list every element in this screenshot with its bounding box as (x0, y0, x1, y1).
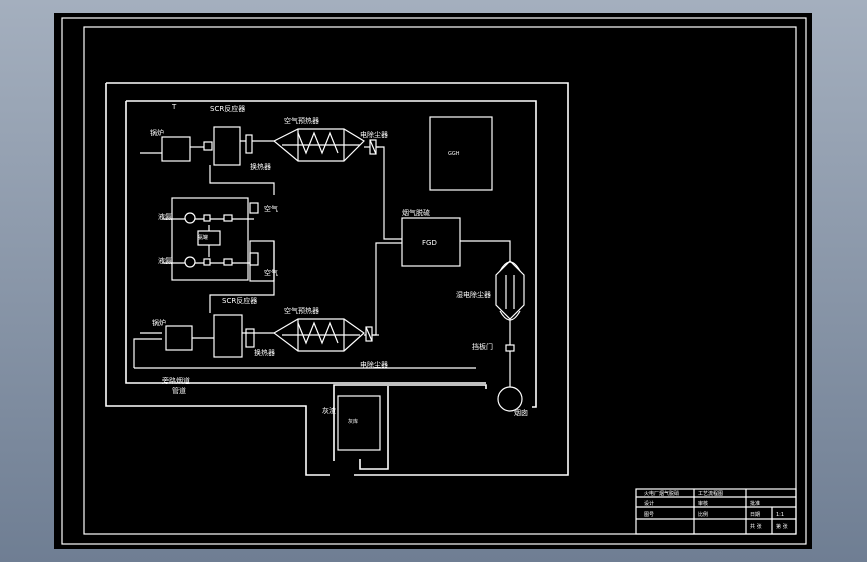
outer-duct-left (105, 83, 330, 476)
tb-title-1: 火电厂烟气脱硝 (644, 490, 679, 497)
label-bypass: 旁路烟道 (162, 376, 190, 385)
ammonia-train-2 (162, 252, 259, 268)
label-tank: 氨罐 (198, 234, 208, 241)
label-mist: 湿电除尘器 (456, 290, 491, 299)
tb-num: 第 张 (776, 523, 788, 530)
label-ash: 灰渣 (322, 406, 336, 415)
tb-review: 审核 (698, 500, 708, 507)
preheater-bottom (272, 318, 365, 352)
link-scr-mid-top (209, 165, 275, 195)
label-damper: 挡板门 (472, 342, 493, 351)
scr-reactor-top (213, 126, 241, 166)
boiler-bottom (165, 325, 193, 351)
chimney (497, 386, 523, 412)
label-boiler-bottom: 锅炉 (152, 318, 166, 327)
outer-border (61, 17, 807, 545)
damper-bottom (365, 326, 373, 342)
tb-approve: 批准 (750, 500, 760, 507)
label-air1: 空气 (264, 204, 278, 213)
label-t: T (171, 103, 177, 111)
damper-chimney (505, 344, 515, 352)
label-boiler-top: 锅炉 (150, 128, 164, 137)
duct-to-fgd-top (376, 146, 402, 240)
label-slurry: GGH (448, 151, 460, 157)
link-scr-mid-bottom (209, 241, 275, 313)
label-ammonia-a: 液氨 (158, 212, 172, 221)
duct-to-fgd-bottom (372, 242, 402, 336)
label-dust-top: 电除尘器 (360, 130, 388, 139)
process-flow-diagram: SCR反应器 SCR反应器 空气预热器 空气预热器 换热器 换热器 锅炉 锅炉 … (61, 17, 807, 545)
label-storage: 灰库 (348, 418, 358, 425)
boiler-top (161, 136, 191, 162)
heater-bottom (245, 328, 255, 348)
preheater-top (272, 128, 365, 162)
recirc-duct (133, 338, 162, 368)
tb-sheet: 共 张 (750, 523, 762, 530)
scr-reactor-bottom (213, 314, 243, 358)
label-scr-bottom: SCR反应器 (222, 296, 257, 305)
label-pipe: 管道 (172, 386, 186, 395)
label-preheater-top: 空气预热器 (284, 116, 319, 125)
label-dust-bottom: 电除尘器 (360, 360, 388, 369)
bypass-duct (333, 384, 487, 461)
storage-box (429, 116, 493, 191)
label-heater-top: 换热器 (250, 162, 271, 171)
inner-duct-right (126, 100, 537, 408)
duct-fgd-wesp (460, 240, 511, 263)
label-heater-bottom: 换热器 (254, 348, 275, 357)
damper-top (369, 139, 377, 155)
tb-drawing-no: 图号 (644, 512, 654, 518)
label-chimney: 烟囱 (514, 408, 528, 417)
tb-ratio: 比例 (698, 511, 708, 518)
tb-title-2: 工艺流程图 (698, 490, 723, 497)
label-air2: 空气 (264, 268, 278, 277)
inner-border (83, 26, 797, 535)
tb-scale: 1:1 (776, 512, 784, 518)
drawing-sheet: SCR反应器 SCR反应器 空气预热器 空气预热器 换热器 换热器 锅炉 锅炉 … (54, 13, 812, 549)
heater-top (245, 134, 253, 154)
label-preheater-bottom: 空气预热器 (284, 306, 319, 315)
outer-duct-right (106, 82, 569, 476)
ammonia-train-1 (162, 202, 259, 224)
ash-duct (359, 386, 389, 470)
tb-date: 日期 (750, 512, 760, 518)
wet-esp (495, 260, 525, 321)
ash-box (337, 395, 381, 451)
tb-design: 设计 (644, 500, 654, 507)
label-desulf: 烟气脱硫 (402, 208, 430, 217)
label-scr-top: SCR反应器 (210, 104, 245, 113)
label-ammonia-b: 液氨 (158, 256, 172, 265)
inner-duct-left (125, 101, 486, 384)
fgd-box (401, 217, 461, 267)
ammonia-area (171, 197, 249, 281)
title-block: 火电厂烟气脱硝 工艺流程图 设计 审核 批准 图号 比例 日期 1:1 共 张 … (635, 488, 797, 535)
nozzle-top (203, 141, 213, 151)
label-fgd-box: FGD (422, 239, 437, 247)
